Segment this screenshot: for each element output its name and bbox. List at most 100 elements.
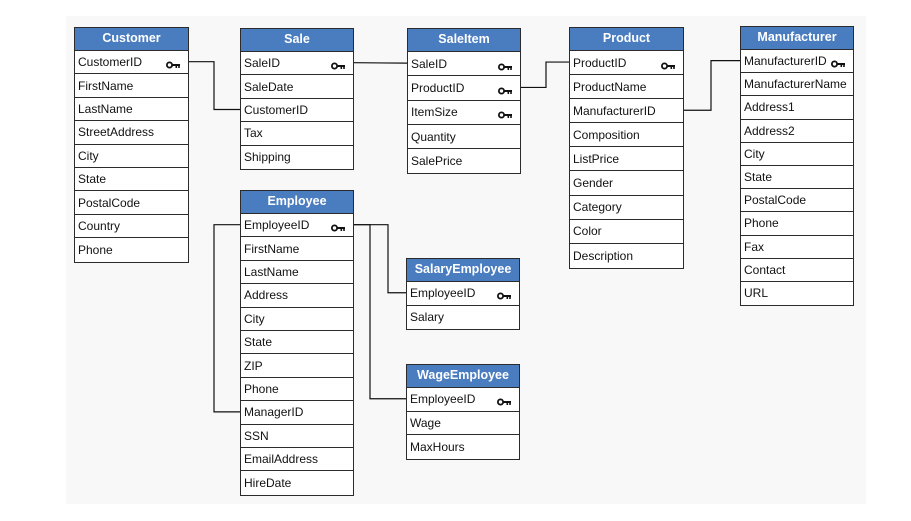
field-row: ManufacturerID bbox=[741, 50, 853, 74]
field-row: State bbox=[741, 166, 853, 190]
field-label: Phone bbox=[78, 242, 113, 257]
field-row: ManufacturerName bbox=[741, 73, 853, 97]
field-label: FirstName bbox=[78, 78, 134, 93]
field-row: Address bbox=[241, 284, 353, 308]
field-label: Gender bbox=[573, 176, 614, 191]
field-row: Description bbox=[570, 244, 683, 268]
key-icon bbox=[331, 221, 345, 232]
field-row: SalePrice bbox=[408, 149, 520, 173]
key-icon bbox=[498, 84, 512, 95]
field-row: City bbox=[75, 145, 188, 168]
field-row: EmployeeID bbox=[407, 282, 519, 306]
key-icon bbox=[498, 108, 512, 119]
field-row: PostalCode bbox=[75, 191, 188, 215]
table-title: Sale bbox=[241, 29, 353, 52]
table-title: SalaryEmployee bbox=[407, 259, 519, 282]
field-row: Phone bbox=[741, 212, 853, 236]
field-label: LastName bbox=[244, 264, 299, 279]
field-label: ZIP bbox=[244, 358, 263, 373]
key-icon bbox=[831, 57, 845, 68]
field-row: State bbox=[241, 331, 353, 355]
field-label: PostalCode bbox=[744, 193, 807, 208]
field-label: URL bbox=[744, 286, 769, 301]
field-label: State bbox=[78, 172, 107, 187]
field-row: PostalCode bbox=[741, 189, 853, 213]
field-label: Phone bbox=[744, 216, 779, 231]
field-label: EmployeeID bbox=[410, 286, 476, 301]
field-row: Salary bbox=[407, 306, 519, 330]
field-label: Address2 bbox=[744, 123, 795, 138]
field-label: FirstName bbox=[244, 241, 300, 256]
field-row: LastName bbox=[241, 261, 353, 285]
field-row: CustomerID bbox=[241, 99, 353, 123]
field-row: ManufacturerID bbox=[570, 99, 683, 124]
key-icon bbox=[498, 60, 512, 71]
field-label: MaxHours bbox=[410, 439, 465, 454]
field-row: URL bbox=[741, 282, 853, 305]
field-label: City bbox=[78, 148, 99, 163]
field-label: CustomerID bbox=[244, 102, 309, 117]
field-row: StreetAddress bbox=[75, 121, 188, 145]
field-row: ProductName bbox=[570, 75, 683, 100]
field-label: City bbox=[744, 146, 765, 161]
field-label: Color bbox=[573, 224, 602, 239]
field-row: Contact bbox=[741, 259, 853, 282]
field-label: Wage bbox=[410, 415, 441, 430]
field-label: Tax bbox=[244, 126, 263, 141]
field-row: Tax bbox=[241, 122, 353, 146]
key-icon bbox=[497, 289, 511, 300]
field-label: Salary bbox=[410, 310, 445, 325]
field-row: EmployeeID bbox=[241, 214, 353, 238]
field-row: Composition bbox=[570, 123, 683, 148]
field-row: EmployeeID bbox=[407, 388, 519, 412]
field-row: Shipping bbox=[241, 146, 353, 169]
field-row: Wage bbox=[407, 412, 519, 435]
field-label: Description bbox=[573, 248, 634, 263]
field-label: ListPrice bbox=[573, 151, 620, 166]
field-row: City bbox=[241, 308, 353, 331]
field-row: Color bbox=[570, 220, 683, 244]
field-label: ProductID bbox=[573, 55, 627, 70]
field-label: PostalCode bbox=[78, 195, 141, 210]
field-label: ManagerID bbox=[244, 405, 304, 420]
relationship-line bbox=[354, 224, 406, 400]
relationship-line bbox=[189, 61, 240, 111]
field-label: StreetAddress bbox=[78, 125, 155, 140]
field-label: State bbox=[244, 335, 273, 350]
field-row: City bbox=[741, 143, 853, 166]
field-label: HireDate bbox=[244, 475, 292, 490]
relationship-line bbox=[354, 224, 406, 294]
field-row: Address1 bbox=[741, 96, 853, 120]
field-row: ProductID bbox=[570, 51, 683, 76]
field-label: EmployeeID bbox=[410, 392, 476, 407]
field-row: SaleID bbox=[241, 52, 353, 76]
field-label: ManufacturerName bbox=[744, 77, 847, 92]
field-label: Shipping bbox=[244, 150, 291, 165]
table-title: SaleItem bbox=[408, 29, 520, 52]
table-title: Manufacturer bbox=[741, 27, 853, 50]
field-label: ProductID bbox=[411, 80, 465, 95]
table-title: Product bbox=[570, 28, 683, 51]
field-label: ManufacturerID bbox=[744, 54, 827, 69]
key-icon bbox=[497, 395, 511, 406]
key-icon bbox=[331, 59, 345, 70]
field-label: City bbox=[244, 311, 265, 326]
field-label: ProductName bbox=[573, 79, 647, 94]
field-row: Country bbox=[75, 215, 188, 239]
field-label: LastName bbox=[78, 101, 133, 116]
field-label: SalePrice bbox=[411, 154, 463, 169]
field-label: Phone bbox=[244, 381, 279, 396]
relationship-line bbox=[213, 224, 240, 413]
field-row: SaleDate bbox=[241, 75, 353, 99]
field-label: State bbox=[744, 170, 773, 185]
field-label: SaleID bbox=[411, 56, 448, 71]
